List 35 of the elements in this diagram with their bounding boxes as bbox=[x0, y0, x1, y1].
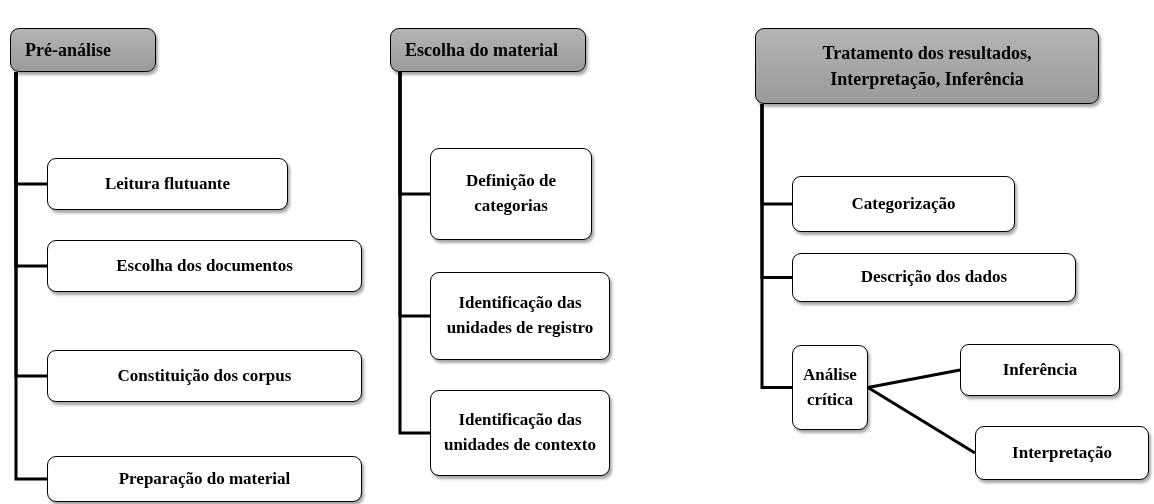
box-label: Preparação do material bbox=[118, 467, 291, 490]
header-box bbox=[755, 28, 1099, 104]
process-box bbox=[47, 456, 362, 502]
box-label: Leitura flutuante bbox=[104, 172, 231, 195]
box-label: Identificação das unidades de registro bbox=[445, 292, 595, 339]
process-box bbox=[430, 272, 610, 360]
connector-line bbox=[14, 72, 47, 481]
connector-line bbox=[867, 386, 976, 455]
header-box bbox=[390, 28, 586, 72]
box-label: Pré-análise bbox=[25, 38, 111, 62]
connector-line bbox=[867, 368, 961, 389]
connector-line bbox=[760, 104, 792, 389]
box-label: Interpretação bbox=[1012, 441, 1112, 464]
box-label: Escolha dos documentos bbox=[116, 254, 293, 277]
process-box bbox=[47, 158, 288, 210]
box-label: Tratamento dos resultados, Interpretação, Inferência bbox=[821, 41, 1033, 91]
box-label: Definição de categorias bbox=[464, 170, 558, 217]
process-box bbox=[792, 176, 1015, 232]
process-box bbox=[975, 426, 1149, 480]
process-box bbox=[47, 240, 362, 292]
process-box bbox=[430, 390, 610, 476]
box-label: Categorização bbox=[851, 192, 956, 215]
connector-line bbox=[398, 72, 430, 435]
box-label: Identificação das unidades de contexto bbox=[442, 409, 598, 456]
process-box bbox=[792, 345, 868, 430]
box-label: Inferência bbox=[1002, 358, 1078, 381]
header-box bbox=[10, 28, 156, 72]
process-box bbox=[47, 350, 362, 402]
box-label: Descrição dos dados bbox=[860, 266, 1008, 289]
box-label: Análise crítica bbox=[802, 363, 858, 411]
box-label: Escolha do material bbox=[405, 38, 558, 62]
process-box bbox=[430, 148, 592, 240]
process-box bbox=[792, 253, 1076, 302]
process-box bbox=[960, 344, 1120, 396]
box-label: Constituição dos corpus bbox=[117, 364, 292, 387]
